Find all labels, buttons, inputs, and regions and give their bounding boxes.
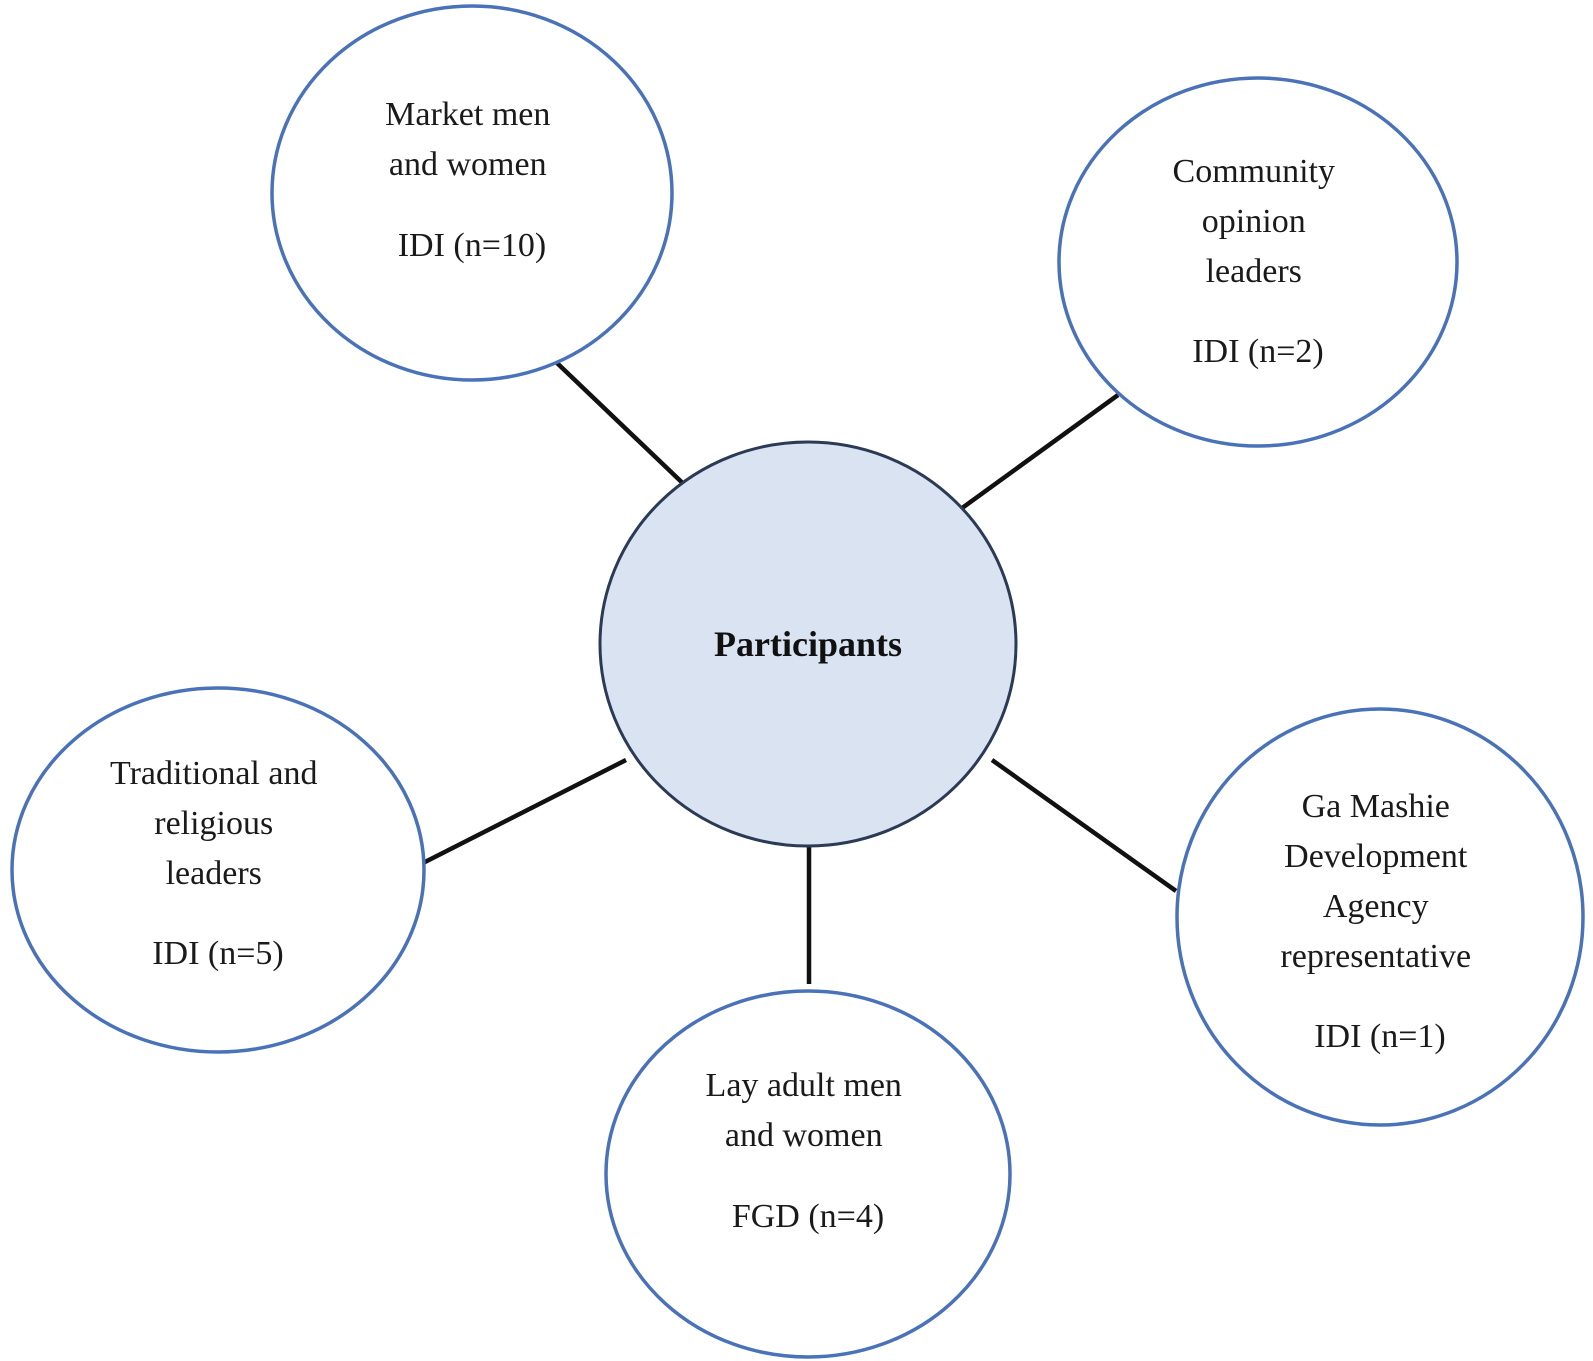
node-label-traditional-line1: Traditional and bbox=[110, 755, 317, 792]
node-circle-lay bbox=[604, 989, 1012, 1359]
node-label-gamashie-line4: representative bbox=[1280, 938, 1471, 975]
node-count-market: IDI (n=10) bbox=[398, 227, 547, 264]
connectors bbox=[421, 361, 1178, 984]
svg-text:Community opinion: Community opinion leaders IDI (n=2) bbox=[1173, 153, 1344, 370]
node-label-market-line1: Market men bbox=[385, 96, 550, 133]
center-node: Participants bbox=[598, 440, 1018, 848]
node-label-gamashie-line2: Development bbox=[1284, 838, 1468, 875]
svg-text:Lay adult men and women: Lay adult men and women FGD (n=4) bbox=[706, 1067, 911, 1235]
node-label-market-line2: and women bbox=[389, 146, 547, 183]
node-count-community: IDI (n=2) bbox=[1192, 333, 1324, 370]
center-label: Participants bbox=[714, 624, 902, 664]
node-circle-traditional bbox=[10, 686, 426, 1054]
connector-community bbox=[956, 393, 1120, 513]
svg-text:Ga Mashie Development: Ga Mashie Development Agency representat… bbox=[1280, 788, 1479, 1055]
node-circle-gamashie bbox=[1175, 707, 1585, 1127]
node-label-community-line2: opinion bbox=[1202, 203, 1306, 240]
node-market: Market men and women IDI (n=10) bbox=[270, 4, 674, 382]
connector-gamashie bbox=[990, 758, 1178, 893]
node-label-gamashie-line3: Agency bbox=[1323, 888, 1429, 925]
node-count-lay: FGD (n=4) bbox=[732, 1198, 884, 1235]
node-traditional: Traditional and religious leaders IDI (n… bbox=[10, 686, 426, 1054]
svg-text:Traditional and religiou: Traditional and religious leaders IDI (n… bbox=[110, 755, 326, 972]
node-label-gamashie-line1: Ga Mashie bbox=[1302, 788, 1450, 825]
node-circle-market bbox=[270, 4, 674, 382]
center-circle bbox=[598, 440, 1018, 848]
svg-text:Market men and women: Market men and women IDI (n=10) bbox=[385, 96, 559, 264]
connector-market bbox=[555, 361, 694, 494]
node-label-traditional-line3: leaders bbox=[166, 855, 262, 892]
connector-traditional bbox=[421, 757, 628, 866]
node-count-gamashie: IDI (n=1) bbox=[1314, 1018, 1446, 1055]
node-lay: Lay adult men and women FGD (n=4) bbox=[604, 989, 1012, 1359]
node-circle-community bbox=[1057, 76, 1459, 448]
node-label-community-line3: leaders bbox=[1206, 253, 1302, 290]
node-community: Community opinion leaders IDI (n=2) bbox=[1057, 76, 1459, 448]
node-label-community-line1: Community bbox=[1173, 153, 1335, 190]
node-count-traditional: IDI (n=5) bbox=[152, 935, 284, 972]
node-label-lay-line1: Lay adult men bbox=[706, 1067, 902, 1104]
node-gamashie: Ga Mashie Development Agency representat… bbox=[1175, 707, 1585, 1127]
node-label-lay-line2: and women bbox=[725, 1117, 883, 1154]
node-label-traditional-line2: religious bbox=[154, 805, 273, 842]
